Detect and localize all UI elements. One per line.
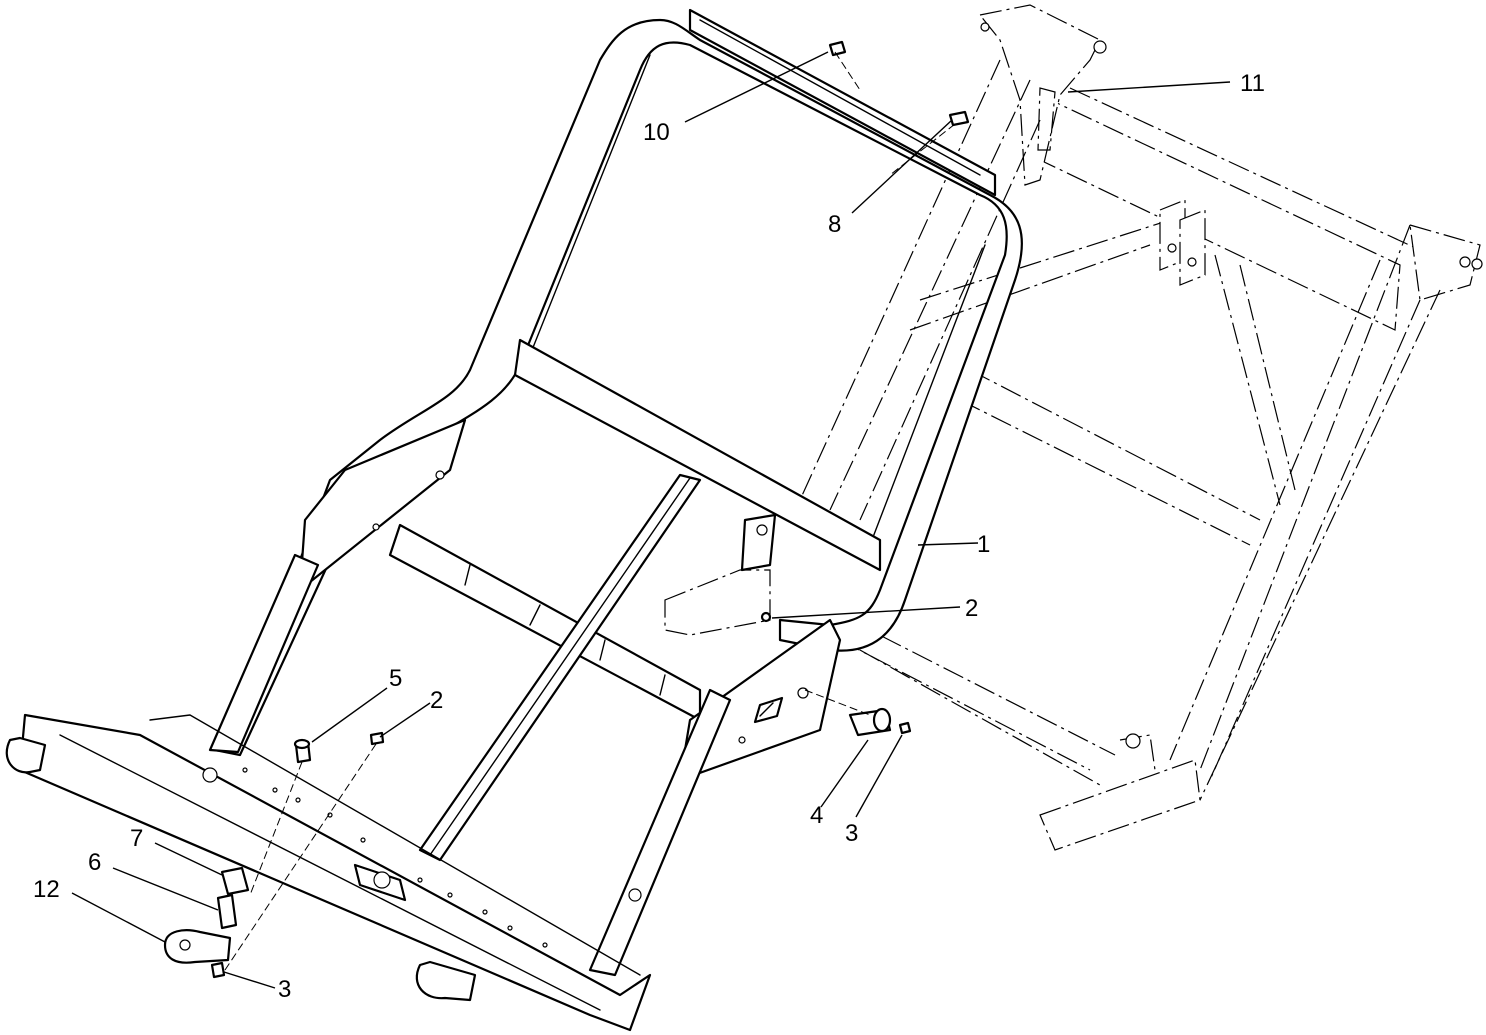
callout-1: 1 — [977, 531, 990, 558]
callout-labels: 1 2 2 3 3 4 5 6 7 8 10 11 12 — [33, 70, 1265, 1003]
platform-holes — [242, 767, 548, 948]
bolt-part-8 — [948, 110, 970, 127]
callout-5: 5 — [389, 665, 402, 692]
tab-part-12 — [163, 929, 232, 964]
leader-lines — [71, 51, 1231, 989]
screw-part-3-right — [898, 721, 912, 735]
callout-12: 12 — [33, 876, 60, 903]
callout-10: 10 — [643, 119, 670, 146]
nut-part-10 — [828, 40, 847, 57]
callout-3-bottom: 3 — [278, 976, 291, 1003]
nut-part-2-lower — [369, 731, 385, 746]
callout-8: 8 — [828, 211, 841, 238]
pin-part-6 — [216, 893, 238, 930]
callout-3-right: 3 — [845, 820, 858, 847]
hardware — [163, 40, 970, 979]
main-seat-frame — [208, 8, 1023, 977]
callout-7: 7 — [130, 825, 143, 852]
callout-4: 4 — [810, 802, 823, 829]
screw-part-3-bottom — [210, 961, 226, 979]
explode-lines — [224, 51, 956, 971]
callout-2-lower: 2 — [430, 687, 443, 714]
callout-6: 6 — [88, 849, 101, 876]
phantom-rear-frame — [664, 4, 1483, 851]
clip-part-7 — [220, 866, 250, 896]
callout-2-mid: 2 — [965, 595, 978, 622]
front-foot-platform — [5, 713, 652, 1032]
nut-part-2-mid — [760, 611, 772, 623]
callout-11: 11 — [1240, 70, 1265, 97]
